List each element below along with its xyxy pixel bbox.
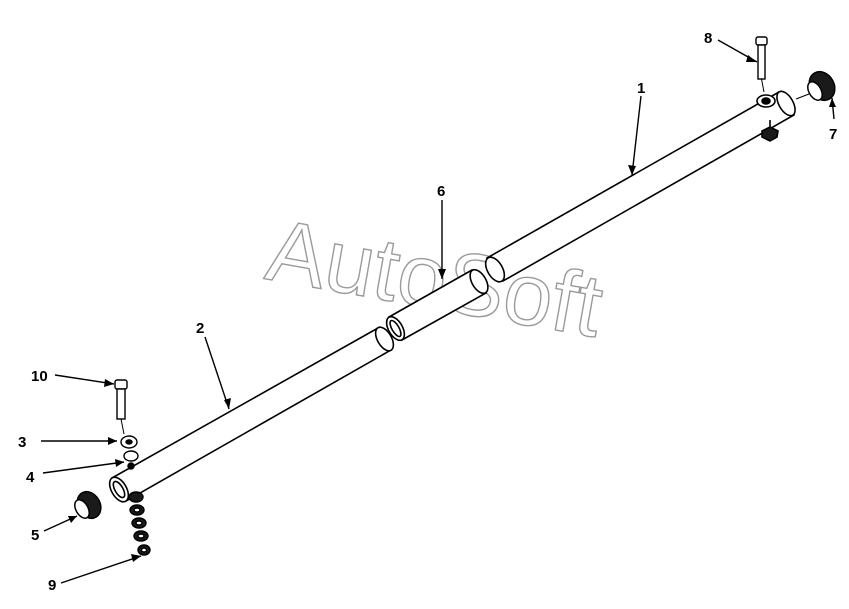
callout-7: 7	[829, 126, 837, 143]
callout-4: 4	[26, 469, 35, 486]
washer-part-4	[123, 450, 139, 470]
tube-part-2	[108, 326, 395, 503]
callout-2: 2	[196, 320, 204, 337]
leader-2	[204, 336, 230, 410]
bolt-part-8	[755, 36, 768, 93]
washer-part-3	[120, 435, 138, 449]
sleeve-part-6	[385, 268, 489, 342]
washer-stack-part-9	[128, 491, 151, 556]
arrowheads	[68, 55, 836, 562]
callout-9: 9	[48, 577, 56, 594]
callout-10: 10	[31, 368, 48, 385]
bolt-part-10	[114, 379, 128, 435]
callout-8: 8	[704, 30, 712, 47]
leader-10	[54, 374, 115, 385]
tube-part-1	[484, 90, 796, 283]
callout-6: 6	[437, 183, 445, 200]
leader-9	[60, 555, 142, 584]
leader-lines	[41, 39, 835, 584]
callout-1: 1	[637, 80, 645, 97]
leader-4	[42, 461, 125, 474]
leader-1	[631, 95, 642, 176]
callout-5: 5	[31, 527, 39, 544]
callout-3: 3	[18, 434, 26, 451]
end-cap-part-7	[795, 70, 836, 102]
end-cap-part-5	[74, 490, 102, 520]
